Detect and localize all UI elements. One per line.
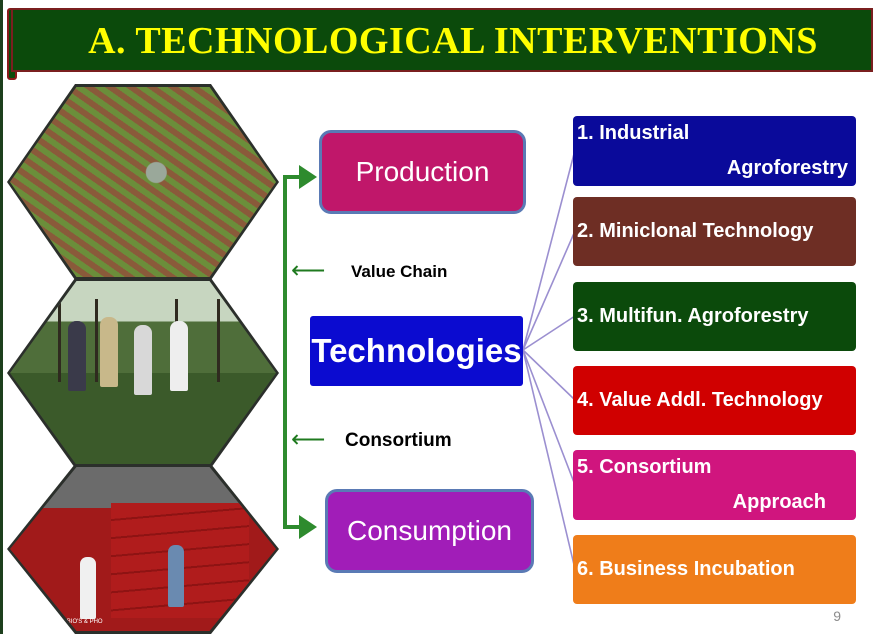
connector-bottom-stub: [283, 525, 303, 529]
arrow-to-consumption-icon: [299, 515, 317, 539]
field-people-image: [10, 281, 276, 465]
intervention-item-4-label: 4. Value Addl. Technology: [577, 389, 823, 411]
hexagon-photo-field: [7, 278, 279, 468]
slide-title: A. TECHNOLOGICAL INTERVENTIONS: [88, 20, 818, 62]
production-box: Production: [319, 130, 526, 214]
left-arrow-icon: ⟵: [291, 256, 326, 284]
left-arrow-icon: ⟵: [291, 425, 326, 453]
intervention-item-5: 5. Consortium Approach: [573, 450, 856, 520]
technologies-box: Technologies: [310, 316, 523, 386]
value-chain-label: Value Chain: [351, 262, 448, 281]
farm-aerial-image: [10, 87, 276, 277]
title-bar: A. TECHNOLOGICAL INTERVENTIONS: [11, 8, 873, 72]
intervention-item-1-line2: Agroforestry: [726, 157, 848, 179]
connector-vertical-line: [283, 177, 287, 527]
plywood-plant-image: TNPL BIO'S & PHO: [10, 467, 276, 631]
connector-top-stub: [283, 175, 303, 179]
image-credit: TNPL BIO'S & PHO: [50, 619, 103, 625]
intervention-item-6: 6. Business Incubation: [573, 535, 856, 604]
hexagon-photo-plant: TNPL BIO'S & PHO: [7, 464, 279, 634]
intervention-item-2-label: 2. Miniclonal Technology: [577, 220, 814, 242]
intervention-item-5-line2: Approach: [732, 491, 826, 513]
production-label: Production: [355, 156, 490, 187]
intervention-item-4: 4. Value Addl. Technology: [573, 366, 856, 435]
hexagon-photo-farm: [7, 84, 279, 280]
intervention-item-1-line1: 1. Industrial: [577, 122, 690, 144]
arrow-to-production-icon: [299, 165, 317, 189]
consumption-label: Consumption: [347, 515, 512, 546]
intervention-item-3-label: 3. Multifun. Agroforestry: [577, 305, 809, 327]
intervention-item-1: 1. Industrial Agroforestry: [573, 116, 856, 186]
intervention-item-2: 2. Miniclonal Technology: [573, 197, 856, 266]
page-number: 9: [833, 608, 841, 624]
consortium-label: Consortium: [345, 430, 452, 451]
intervention-item-5-line1: 5. Consortium: [577, 456, 712, 478]
consumption-box: Consumption: [325, 489, 534, 573]
intervention-item-3: 3. Multifun. Agroforestry: [573, 282, 856, 351]
intervention-item-6-label: 6. Business Incubation: [577, 558, 795, 580]
